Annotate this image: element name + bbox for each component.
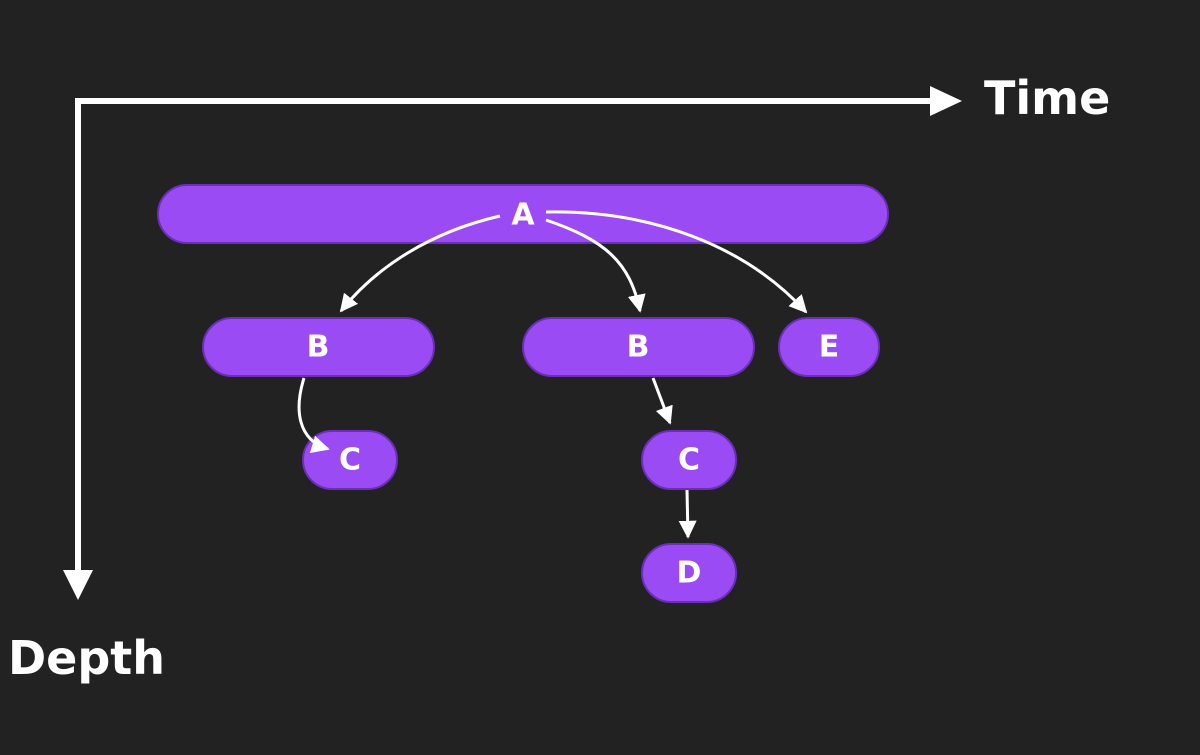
time-axis-label: Time [984, 71, 1110, 125]
edge-a-to-e [545, 210, 808, 314]
call-edges [297, 210, 808, 539]
node-e-bar [778, 317, 880, 377]
edge-b2-to-c2 [651, 377, 673, 425]
node-c1-label: C [339, 443, 361, 478]
arrow-down-icon [63, 570, 93, 600]
node-a-label-backdrop [500, 200, 546, 228]
axes: Time Depth [8, 71, 1110, 685]
node-c2-label: C [678, 443, 700, 478]
edge-a-to-b1 [339, 214, 501, 313]
node-b2: B [522, 317, 755, 377]
node-d-bar [641, 543, 737, 603]
node-e: E [778, 317, 880, 377]
node-b1: B [202, 317, 435, 377]
edge-c2-to-d [678, 489, 697, 539]
edge-a-to-b2 [545, 218, 646, 313]
node-b1-bar [202, 317, 435, 377]
node-d-label: D [677, 556, 702, 591]
depth-axis-label: Depth [8, 631, 165, 685]
node-b2-bar [522, 317, 755, 377]
node-b2-label: B [627, 330, 650, 365]
node-d: D [641, 543, 737, 603]
node-b1-label: B [307, 330, 330, 365]
nodes: A B B E C C D [157, 184, 889, 603]
node-c2-bar [641, 430, 737, 490]
edge-b1-to-c1 [297, 377, 330, 453]
arrow-right-icon [930, 86, 962, 116]
node-a-label: A [511, 198, 535, 233]
node-a: A [157, 184, 889, 244]
node-c1: C [302, 430, 398, 490]
node-e-label: E [819, 330, 840, 365]
node-c2: C [641, 430, 737, 490]
